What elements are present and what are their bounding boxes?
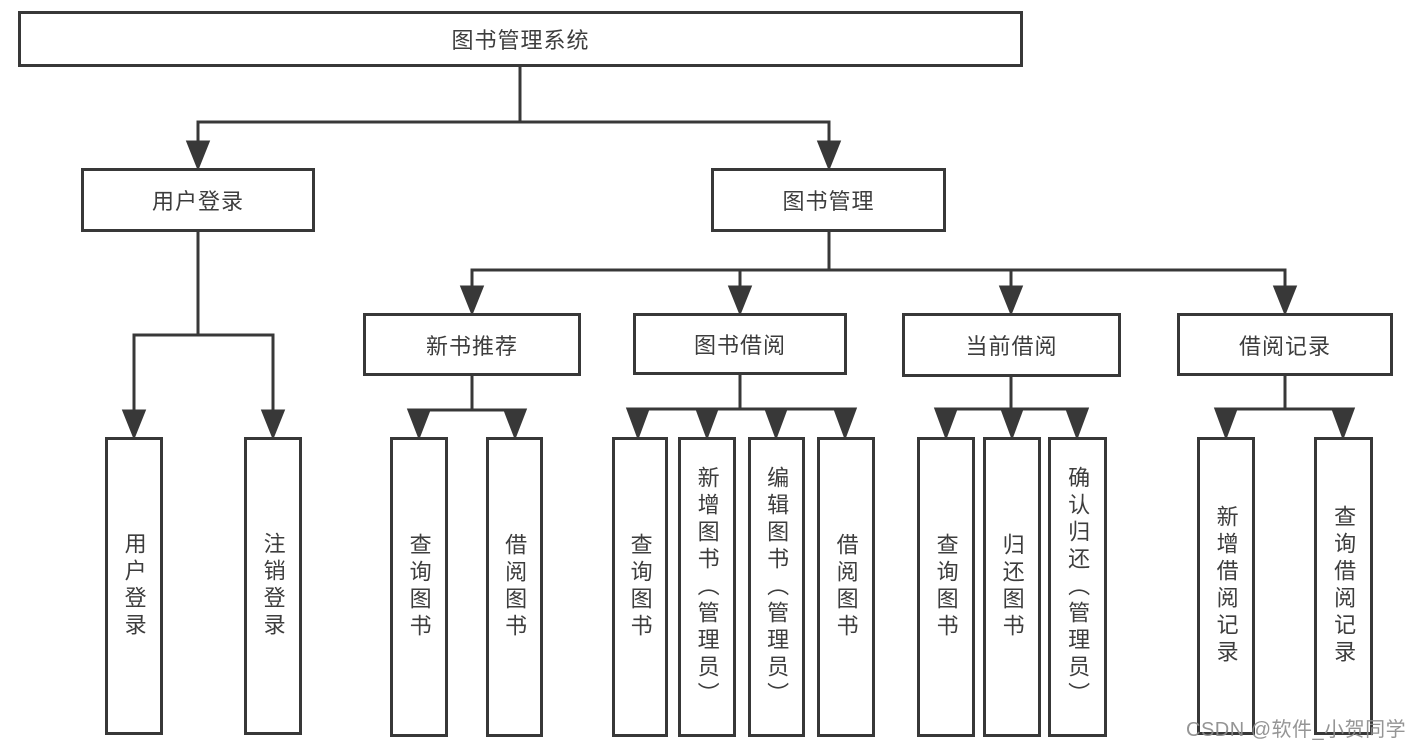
arrowhead-icon xyxy=(727,285,753,317)
leaf-borrow-borrow-books: 借阅图书 xyxy=(817,437,875,737)
leaf-newbooks-query-books: 查询图书 xyxy=(390,437,448,737)
leaf-newbooks-borrow-books: 借阅图书 xyxy=(486,437,543,737)
leaf-borrow-query-books: 查询图书 xyxy=(612,437,668,737)
arrowhead-icon xyxy=(816,140,842,172)
connector-borrow-records-to-leaves xyxy=(1213,376,1356,441)
arrowhead-icon xyxy=(1330,407,1356,441)
node-book-management-label: 图书管理 xyxy=(782,189,875,214)
connector-user-login-to-leaves xyxy=(121,232,286,441)
leaf-current-query-books: 查询图书 xyxy=(917,437,975,737)
leaf-borrow-add-books-admin-label: 新增图书（管理员） xyxy=(694,465,720,709)
arrowhead-icon xyxy=(1272,285,1298,317)
leaf-current-return-books: 归还图书 xyxy=(983,437,1041,737)
leaf-current-confirm-return-admin: 确认归还（管理员） xyxy=(1048,437,1107,737)
arrowhead-icon xyxy=(625,407,651,441)
arrowhead-icon xyxy=(933,407,959,441)
leaf-records-query-record: 查询借阅记录 xyxy=(1314,437,1373,735)
leaf-logout-label: 注销登录 xyxy=(260,532,286,640)
leaf-current-query-books-label: 查询图书 xyxy=(933,533,959,641)
node-book-management: 图书管理 xyxy=(711,168,946,232)
connector-current-borrow-to-leaves xyxy=(933,377,1090,441)
leaf-borrow-add-books-admin: 新增图书（管理员） xyxy=(678,437,736,737)
node-book-borrow-label: 图书借阅 xyxy=(693,333,786,358)
arrowhead-icon xyxy=(999,407,1025,441)
arrowhead-icon xyxy=(832,407,858,441)
leaf-newbooks-borrow-books-label: 借阅图书 xyxy=(502,533,528,641)
arrowhead-icon xyxy=(502,408,528,441)
node-current-borrow: 当前借阅 xyxy=(902,313,1121,377)
leaf-borrow-query-books-label: 查询图书 xyxy=(627,533,653,641)
node-root: 图书管理系统 xyxy=(18,11,1023,67)
node-new-book-recommend: 新书推荐 xyxy=(363,313,581,376)
arrowhead-icon xyxy=(260,409,286,441)
connector-book-borrow-to-leaves xyxy=(625,374,858,441)
leaf-user-login: 用户登录 xyxy=(105,437,163,735)
leaf-records-add-record: 新增借阅记录 xyxy=(1197,437,1255,735)
leaf-borrow-edit-books-admin: 编辑图书（管理员） xyxy=(748,437,805,737)
leaf-current-confirm-return-admin-label: 确认归还（管理员） xyxy=(1065,465,1091,709)
node-book-borrow: 图书借阅 xyxy=(633,313,847,375)
leaf-borrow-borrow-books-label: 借阅图书 xyxy=(833,533,859,641)
node-user-login-label: 用户登录 xyxy=(151,189,244,214)
node-new-book-recommend-label: 新书推荐 xyxy=(425,333,518,359)
arrowhead-icon xyxy=(459,285,485,317)
arrowhead-icon xyxy=(694,407,720,441)
arrowhead-icon xyxy=(763,407,789,441)
arrowhead-icon xyxy=(1064,407,1090,441)
leaf-records-add-record-label: 新增借阅记录 xyxy=(1213,505,1239,667)
arrowhead-icon xyxy=(1213,407,1239,441)
arrowhead-icon xyxy=(121,409,147,441)
node-user-login: 用户登录 xyxy=(81,168,315,232)
arrowhead-icon xyxy=(185,140,211,172)
arrowhead-icon xyxy=(998,285,1024,317)
arrowhead-icon xyxy=(406,408,432,441)
connector-root-to-level2 xyxy=(185,67,842,172)
node-borrow-records-label: 借阅记录 xyxy=(1238,333,1331,359)
leaf-newbooks-query-books-label: 查询图书 xyxy=(406,533,432,641)
node-root-label: 图书管理系统 xyxy=(451,28,590,53)
connector-new-book-recommend-to-leaves xyxy=(406,376,528,441)
leaf-user-login-label: 用户登录 xyxy=(121,532,147,640)
leaf-current-return-books-label: 归还图书 xyxy=(999,533,1025,641)
leaf-borrow-edit-books-admin-label: 编辑图书（管理员） xyxy=(764,465,790,709)
leaf-logout: 注销登录 xyxy=(244,437,302,735)
node-borrow-records: 借阅记录 xyxy=(1177,313,1393,376)
node-current-borrow-label: 当前借阅 xyxy=(965,334,1058,359)
watermark: CSDN @软件_小贺同学 xyxy=(1186,719,1405,741)
leaf-records-query-record-label: 查询借阅记录 xyxy=(1331,505,1357,667)
connector-book-management-to-level3 xyxy=(459,232,1298,317)
